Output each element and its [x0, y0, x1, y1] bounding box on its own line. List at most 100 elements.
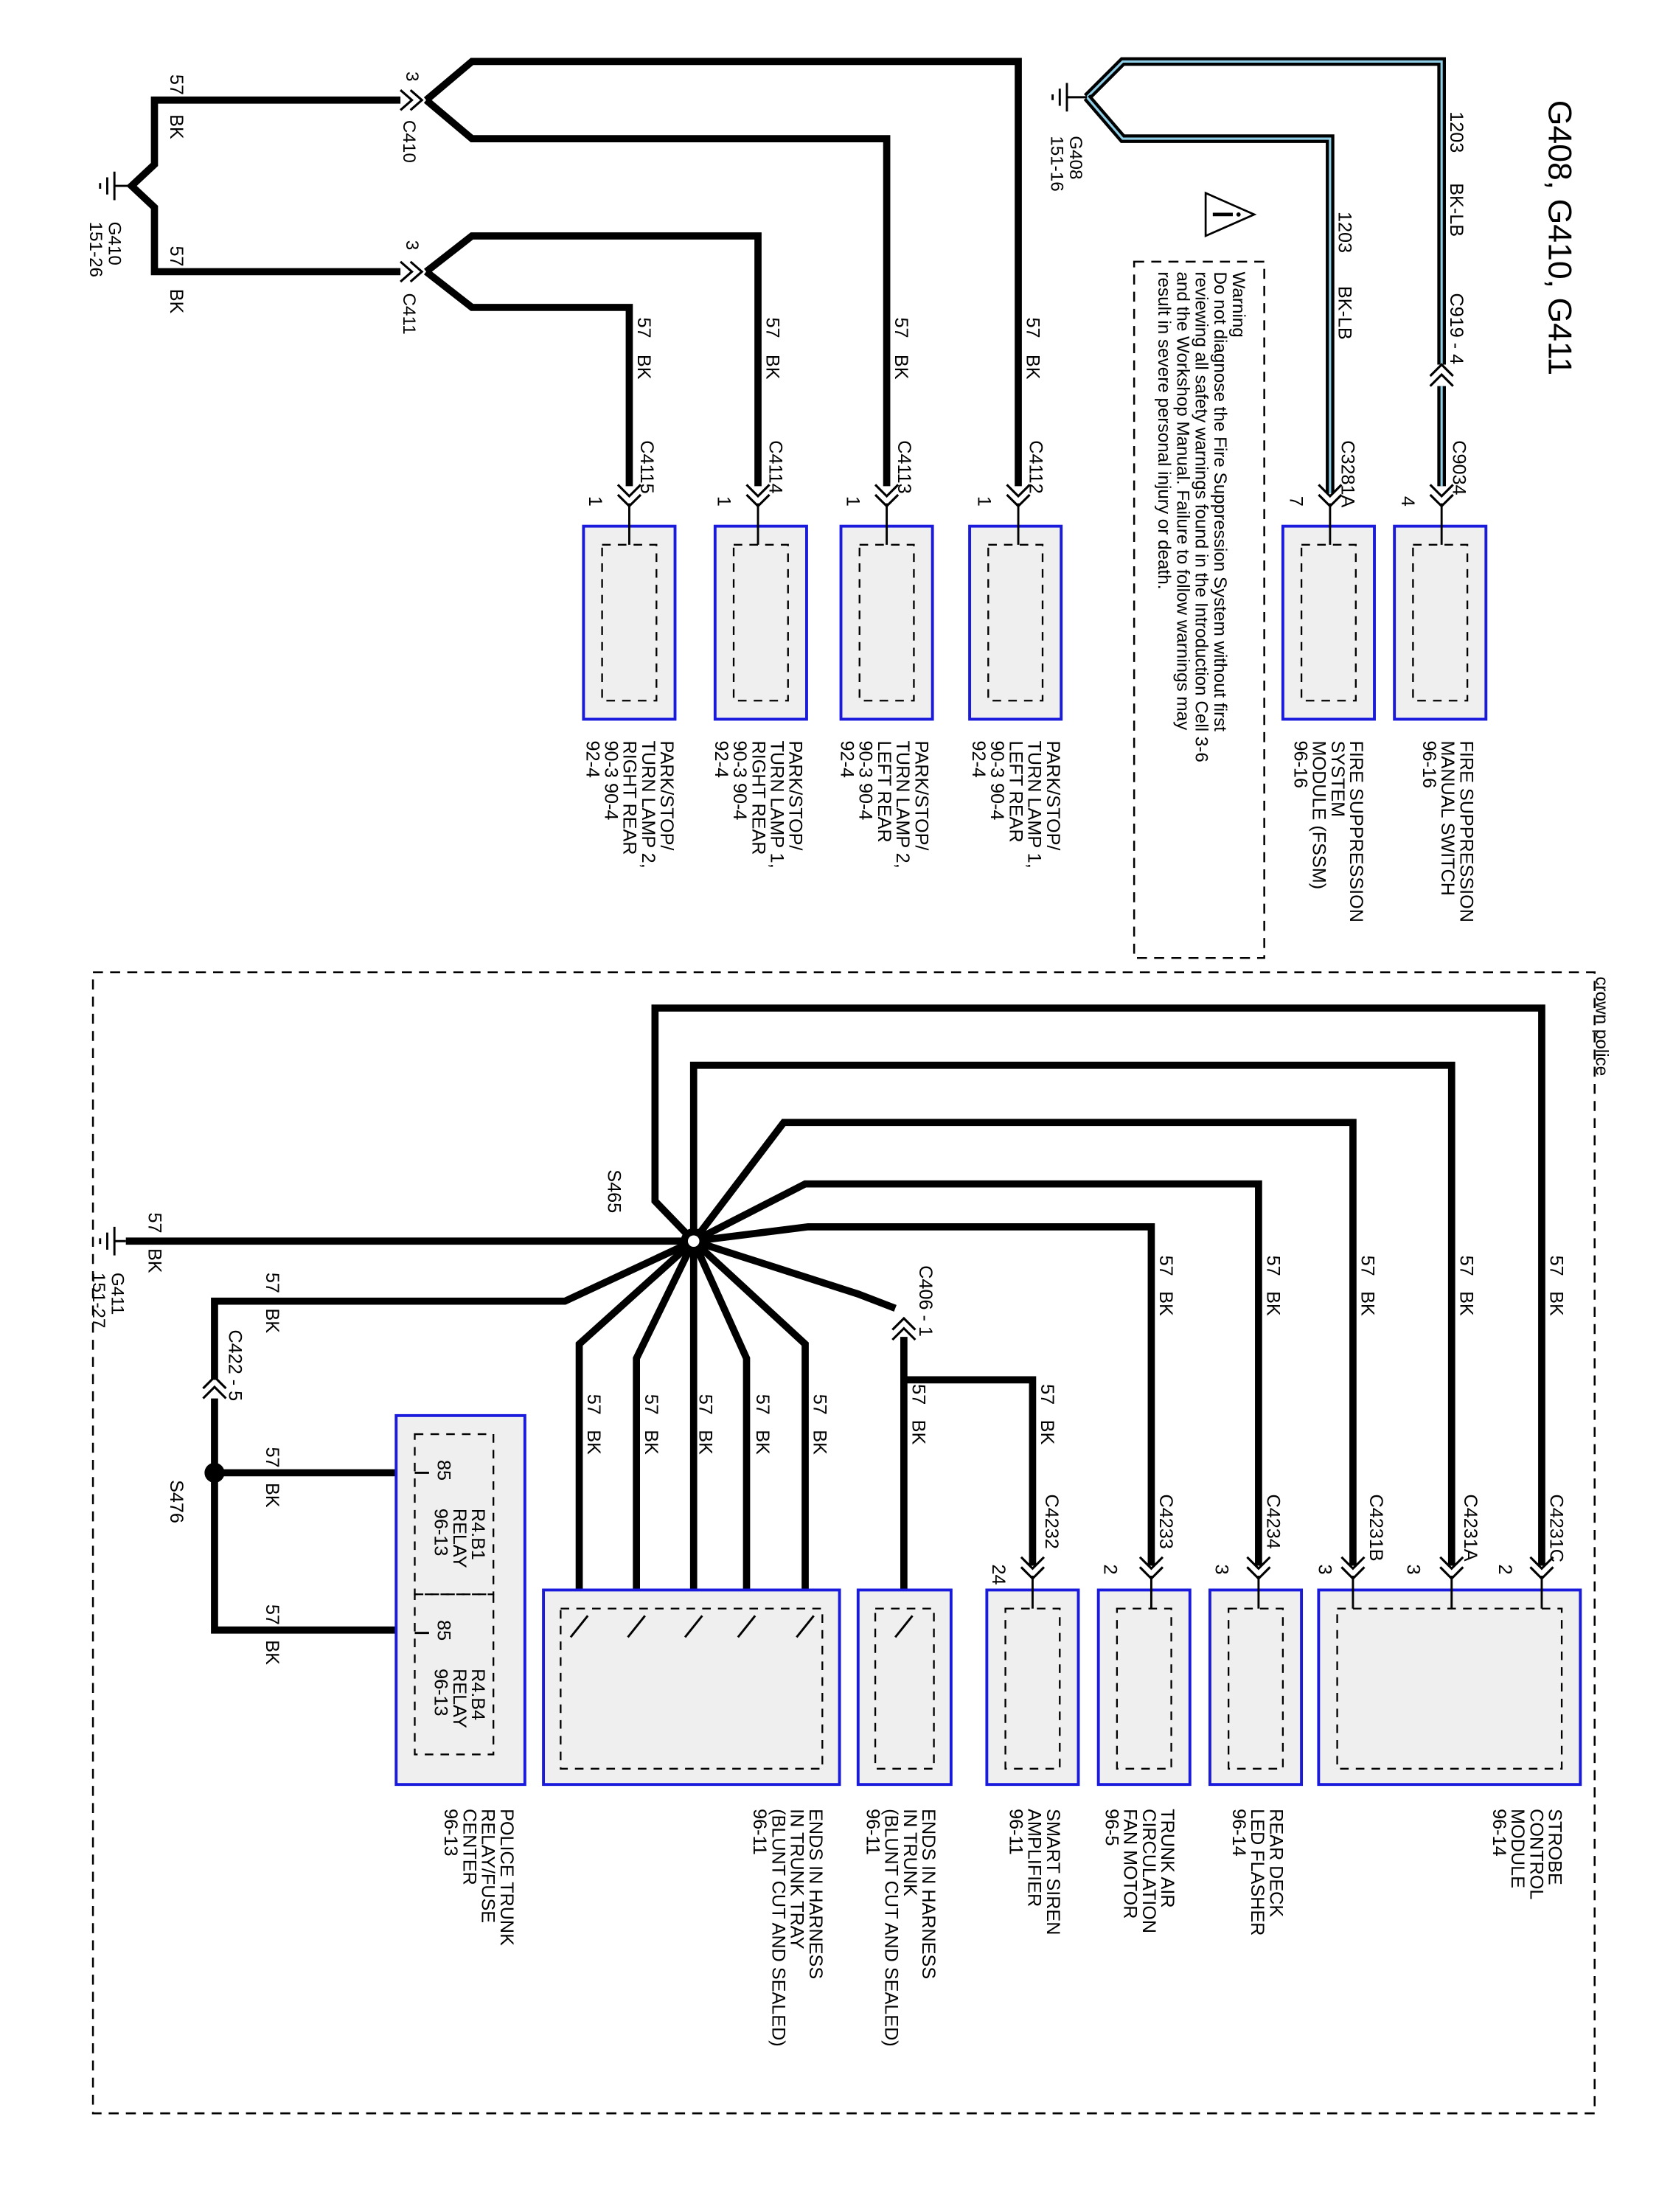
wire-label: 57 — [1263, 1256, 1284, 1276]
relay-label: 96-13 — [431, 1669, 451, 1716]
wire-label: 57 — [145, 1212, 165, 1233]
connector-pin-icon — [616, 484, 642, 508]
component-box[interactable] — [1317, 1588, 1582, 1787]
component-label: RIGHT REAR — [619, 741, 640, 855]
component-label: PARK/STOP/ — [911, 741, 931, 851]
component-label: 96-13 — [440, 1809, 461, 1856]
connector-label: C4231B — [1366, 1495, 1386, 1562]
connector-label: C406 - 1 — [915, 1265, 936, 1337]
wire-label: BK-LB — [1446, 183, 1467, 237]
component-label: 90-3 90-4 — [600, 741, 621, 821]
component-6[interactable]: 85R4.B1RELAY96-1385R4.B4RELAY96-13POLICE… — [394, 1413, 526, 1946]
wire-label: BK — [1155, 1291, 1176, 1316]
component-box[interactable] — [1393, 524, 1488, 721]
component-label: SYSTEM — [1327, 741, 1348, 818]
wire-label: BK — [262, 1308, 282, 1333]
component-label: 96-11 — [749, 1809, 770, 1855]
component-label: 96-16 — [1290, 741, 1310, 788]
wire-label: 1203 — [1335, 212, 1355, 253]
wire-label: 57 — [166, 246, 187, 267]
connector-pin-icon — [1020, 1556, 1046, 1581]
wire-label: BK — [641, 1430, 661, 1455]
wire-label: 57 — [583, 1394, 604, 1415]
wire-label: 57 — [262, 1604, 282, 1625]
component-label: IN TRUNK TRAY — [787, 1809, 807, 1950]
connector-pin-icon — [1138, 1556, 1164, 1581]
wire-label: 57 — [908, 1384, 928, 1405]
connector-c919-icon — [1429, 363, 1454, 387]
connector-pin-icon — [1246, 1556, 1271, 1581]
wire-label: 57 — [762, 318, 783, 338]
pin-number: 2 — [1099, 1565, 1120, 1575]
connector-label: C4112 — [1026, 440, 1046, 493]
component-box[interactable] — [1096, 1588, 1192, 1787]
warning-text: and the Workshop Manual. Failure to foll… — [1172, 271, 1192, 731]
connector-pin-icon — [745, 484, 771, 508]
component-label: 90-3 90-4 — [729, 741, 750, 821]
wire-label: BK — [891, 355, 911, 380]
wire-label: 57 — [262, 1273, 282, 1293]
pin-number: 3 — [1403, 1565, 1424, 1575]
component-box[interactable] — [985, 1588, 1080, 1787]
wire-label: BK — [1546, 1291, 1567, 1316]
component-box[interactable] — [394, 1413, 526, 1787]
relay-label: R4.B4 — [467, 1669, 488, 1720]
wire-label: 57 — [633, 318, 654, 338]
component-label: 92-4 — [711, 741, 731, 778]
pin-number: 1 — [585, 496, 605, 507]
connector-pin-icon — [1006, 484, 1031, 508]
connector-label: C4231A — [1460, 1495, 1481, 1562]
component-box[interactable] — [968, 524, 1063, 721]
component-label: PARK/STOP/ — [1043, 741, 1063, 851]
pin-number: 3 — [1211, 1565, 1232, 1575]
connector-label: C4115 — [636, 440, 657, 493]
component-label: LED FLASHER — [1247, 1809, 1267, 1935]
component-label: 92-4 — [968, 741, 989, 778]
component-label: TURN LAMP 1, — [766, 741, 787, 869]
region-label: crown police — [1592, 976, 1612, 1076]
relay-label: RELAY — [449, 1509, 470, 1568]
ground-icon — [99, 1226, 126, 1256]
component-box[interactable] — [1281, 524, 1376, 721]
wire-label: 57 — [1357, 1256, 1378, 1276]
wire-label: 1203 — [1446, 111, 1467, 153]
component-box[interactable] — [1208, 1588, 1304, 1787]
pin-number: 2 — [1495, 1565, 1515, 1575]
pin-number: 3 — [402, 240, 422, 250]
relay-pin: 85 — [434, 1460, 454, 1481]
component-label: STROBE — [1545, 1809, 1565, 1885]
component-label: IN TRUNK — [900, 1809, 920, 1896]
wire-label: 57 — [166, 74, 187, 95]
connector-label: C4234 — [1263, 1495, 1284, 1549]
wire-label: BK — [262, 1640, 282, 1665]
g411-wiring: S465 S476 G411 151-27 C406 - 1 C422 - 5 — [88, 1004, 1545, 1634]
component-0[interactable]: C4231C2C4231A3C4231B3STROBECONTROLMODULE… — [1314, 1495, 1582, 1900]
wire-label: BK — [145, 1248, 165, 1273]
component-box[interactable] — [839, 524, 934, 721]
component-label: 92-4 — [837, 741, 858, 778]
component-box[interactable] — [713, 524, 808, 721]
pin-number: 3 — [1314, 1565, 1335, 1575]
component-box[interactable] — [582, 524, 677, 721]
warning-heading: Warning — [1228, 271, 1248, 337]
page-title: G408, G410, G411 — [1542, 100, 1578, 375]
splice-s476 — [204, 1462, 225, 1483]
component-label: TURN LAMP 2, — [892, 741, 913, 869]
wire-label: 57 — [752, 1394, 773, 1415]
component-label: 96-14 — [1228, 1809, 1249, 1856]
bottom-components: C4231C2C4231A3C4231B3STROBECONTROLMODULE… — [394, 1413, 1582, 2047]
component-box[interactable] — [542, 1588, 841, 1787]
component-box[interactable] — [856, 1588, 953, 1787]
component-label: LEFT REAR — [874, 741, 894, 843]
